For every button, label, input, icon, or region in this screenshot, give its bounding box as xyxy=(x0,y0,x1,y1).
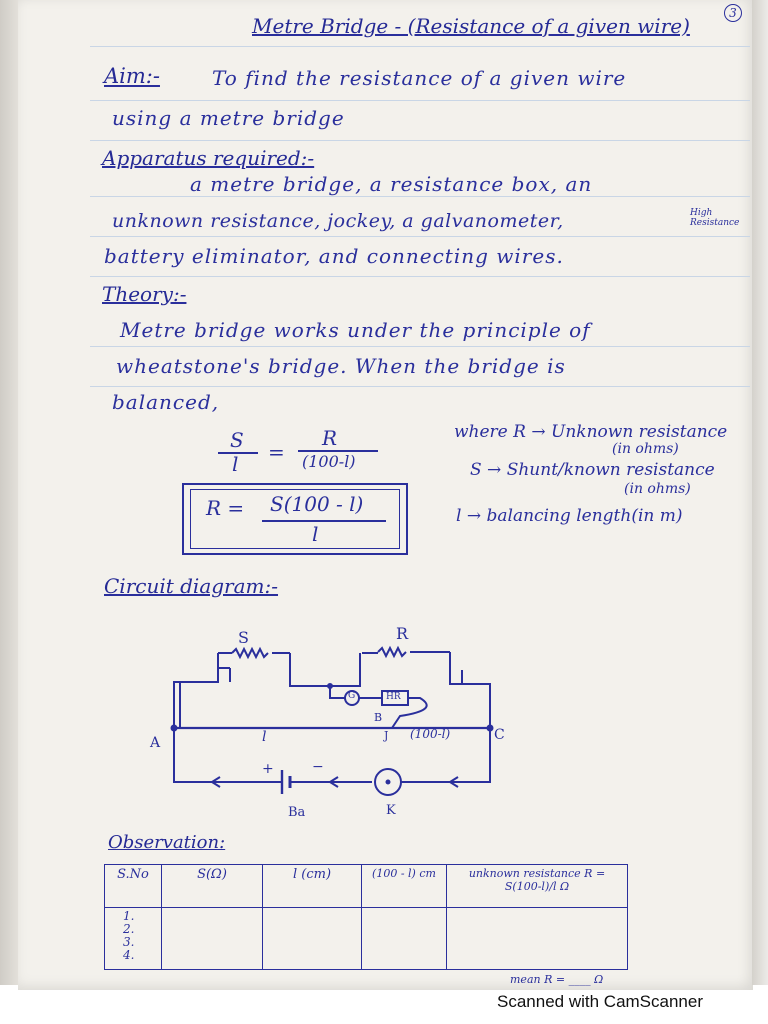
length-right-label: (100-l) xyxy=(410,727,451,741)
boxed-formula-inner xyxy=(190,489,400,549)
apparatus-label: Apparatus required:- xyxy=(102,146,315,170)
formula-rhs-denominator: (100-l) xyxy=(302,452,356,471)
terminal-c-label: C xyxy=(494,727,505,743)
boxed-formula xyxy=(182,483,408,555)
apparatus-line2: unknown resistance, jockey, a galvanomet… xyxy=(112,210,564,232)
battery-minus: − xyxy=(312,759,324,775)
formula-equals: = xyxy=(268,440,285,464)
where-line3: l → balancing length(in m) xyxy=(456,506,683,526)
theory-line1: Metre bridge works under the principle o… xyxy=(120,318,591,342)
high-resistance-label: HR xyxy=(386,692,401,702)
notebook-page xyxy=(18,0,753,990)
theory-label: Theory:- xyxy=(102,282,187,306)
rule-line xyxy=(90,196,750,197)
key-label: K xyxy=(386,803,396,818)
where-line1b: (in ohms) xyxy=(612,441,679,457)
rule-line xyxy=(90,276,750,277)
rule-line xyxy=(90,346,750,347)
circuit-label-r: R xyxy=(396,624,409,643)
page-shadow-right xyxy=(752,0,768,985)
formula-rhs-numerator: R xyxy=(322,426,338,450)
table-header-sno: S.No xyxy=(104,864,162,908)
formula-lhs-denominator: l xyxy=(232,452,239,476)
terminal-a-label: A xyxy=(150,735,161,751)
table-row-4: 4. xyxy=(123,948,135,962)
aim-text-line2: using a metre bridge xyxy=(112,106,345,130)
jockey-label: J xyxy=(384,729,389,742)
rule-line xyxy=(90,100,750,101)
observation-table: S.No S(Ω) l (cm) (100 - l) cm unknown re… xyxy=(104,864,628,970)
fraction-bar xyxy=(218,452,258,454)
page-title: Metre Bridge - (Resistance of a given wi… xyxy=(252,14,690,38)
table-cell-sno: 1. 2. 3. 4. xyxy=(104,907,162,970)
boxed-formula-denominator: l xyxy=(312,522,319,546)
circuit-label-s: S xyxy=(238,628,249,647)
formula-lhs-numerator: S xyxy=(230,428,244,452)
where-line1: where R → Unknown resistance xyxy=(454,422,728,442)
circuit-label-b: B xyxy=(374,711,383,724)
table-cell-empty xyxy=(161,907,263,970)
battery-label: Ba xyxy=(288,805,306,820)
theory-line2: wheatstone's bridge. When the bridge is xyxy=(116,354,566,378)
fraction-bar xyxy=(298,450,378,452)
where-line2b: (in ohms) xyxy=(624,481,691,497)
circuit-label: Circuit diagram:- xyxy=(104,574,279,598)
resistor-s xyxy=(231,646,269,660)
apparatus-margin-note: High Resistance xyxy=(690,208,740,228)
galvanometer-label: G xyxy=(348,691,356,701)
theory-line3: balanced, xyxy=(112,390,220,414)
observation-label: Observation: xyxy=(108,832,226,853)
table-row-1: 1. xyxy=(123,909,135,923)
where-line2: S → Shunt/known resistance xyxy=(470,460,715,480)
table-cell-empty xyxy=(361,907,447,970)
table-row-2: 2. xyxy=(123,922,135,936)
battery-plus: + xyxy=(262,761,274,777)
table-header-unknown-resistance: unknown resistance R = S(100-l)/l Ω xyxy=(446,864,628,908)
scanner-watermark: Scanned with CamScanner xyxy=(497,992,704,1011)
table-header-l: l (cm) xyxy=(262,864,362,908)
resistor-r xyxy=(377,645,407,659)
fraction-bar xyxy=(262,520,386,522)
length-left-label: l xyxy=(262,729,267,745)
page-number: 3 xyxy=(724,4,742,22)
table-cell-empty xyxy=(446,907,628,970)
table-cell-empty xyxy=(262,907,362,970)
aim-text-line1: To find the resistance of a given wire xyxy=(212,66,627,90)
mean-resistance: mean R = ____ Ω xyxy=(510,973,604,986)
table-header-s: S(Ω) xyxy=(161,864,263,908)
rule-line xyxy=(90,140,750,141)
apparatus-line1: a metre bridge, a resistance box, an xyxy=(190,172,593,196)
rule-line xyxy=(90,46,750,47)
page-shadow-left xyxy=(0,0,22,985)
apparatus-line3: battery eliminator, and connecting wires… xyxy=(104,244,564,268)
rule-line xyxy=(90,236,750,237)
aim-label: Aim:- xyxy=(104,64,160,88)
table-header-100-minus-l: (100 - l) cm xyxy=(361,864,447,908)
boxed-formula-lhs: R = xyxy=(206,496,245,520)
table-row-3: 3. xyxy=(123,935,135,949)
rule-line xyxy=(90,386,750,387)
boxed-formula-numerator: S(100 - l) xyxy=(270,492,364,516)
